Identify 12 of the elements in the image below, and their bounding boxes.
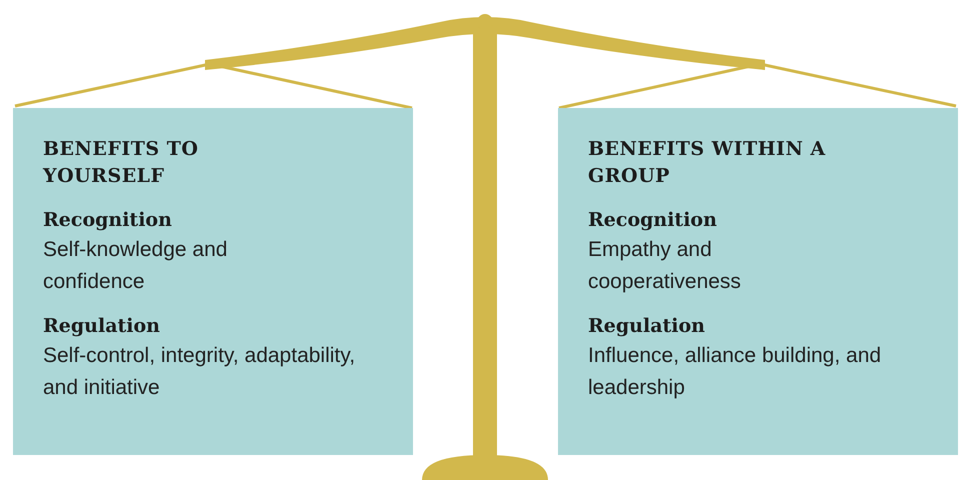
subheading: Regulation: [43, 314, 161, 339]
description-text: Influence, alliance building, and leadership: [588, 343, 882, 401]
panel-heading: BENEFITS WITHIN A GROUP: [588, 137, 827, 189]
benefit-panel: [558, 108, 958, 455]
subheading: Regulation: [588, 314, 706, 339]
description-text: Self-control, integrity, adaptability, and initiative: [43, 343, 356, 401]
panel-heading: BENEFITS TO YOURSELF: [43, 137, 200, 189]
benefit-panel: [13, 108, 413, 455]
description-text: Empathy and cooperativeness: [588, 237, 742, 295]
description-text: Self-knowledge and confidence: [43, 237, 228, 295]
subheading: Recognition: [43, 208, 173, 233]
subheading: Recognition: [588, 208, 718, 233]
